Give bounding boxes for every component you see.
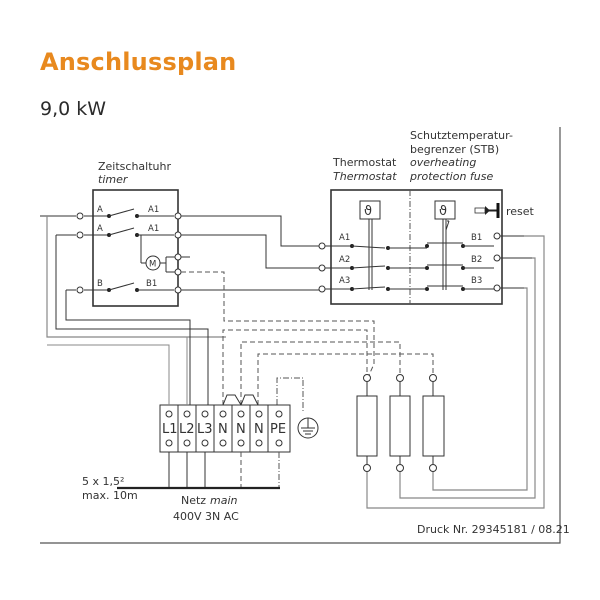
wire-b1-to-heater-1 bbox=[366, 235, 545, 509]
cable-max-length: max. 10m bbox=[82, 489, 138, 502]
timer-contact-3-in: B bbox=[97, 279, 103, 289]
n-bridge-1 bbox=[222, 394, 242, 406]
thermostat-contact-a1-label: A1 bbox=[339, 233, 350, 243]
wire-a1-to-thermo-a1 bbox=[181, 215, 319, 247]
stb-contact-b3-label: B3 bbox=[471, 276, 482, 286]
motor-symbol: M bbox=[149, 260, 156, 270]
mains-label: Netz bbox=[181, 494, 206, 507]
timer-terminal-a-1 bbox=[76, 212, 84, 220]
stb-label-line2: begrenzer (STB) bbox=[410, 143, 499, 156]
timer-contact-1-in: A bbox=[97, 205, 103, 215]
cable-spec: 5 x 1,5² bbox=[82, 475, 124, 488]
thermostat-contact-a1: A1 bbox=[318, 233, 427, 250]
terminal-l1: L1 bbox=[162, 422, 178, 437]
thermostat-stb-box bbox=[330, 189, 503, 305]
terminal-pe: PE bbox=[270, 422, 286, 437]
timer-terminal-b bbox=[76, 286, 84, 294]
terminal-l3: L3 bbox=[197, 422, 213, 437]
timer-terminal-motor-2 bbox=[174, 268, 182, 276]
timer-contact-2-out: A1 bbox=[148, 224, 159, 234]
mains-label-en: main bbox=[210, 494, 238, 507]
timer-terminal-a1-2 bbox=[174, 231, 182, 239]
stb-label-line1: Schutztemperatur- bbox=[410, 129, 513, 142]
print-number: Druck Nr. 29345181 / 08.21 bbox=[417, 523, 570, 536]
terminal-block: L1 L2 L3 N N N PE bbox=[159, 404, 291, 453]
stb-contact-b2-label: B2 bbox=[471, 255, 482, 265]
stb-contact-b3: B3 bbox=[425, 276, 527, 292]
wire-neutral-1 bbox=[222, 329, 368, 405]
timer-terminal-b1 bbox=[174, 286, 182, 294]
terminal-n-2: N bbox=[236, 422, 246, 437]
thermostat-contact-a2-label: A2 bbox=[339, 255, 350, 265]
timer-contact-2-in: A bbox=[97, 224, 103, 234]
timer-terminal-motor-1 bbox=[174, 253, 182, 261]
thermostat-contact-a2: A2 bbox=[318, 255, 427, 272]
stb-sensor bbox=[434, 200, 456, 220]
stb-sensor-icon: ϑ bbox=[439, 204, 447, 219]
timer-contact-1: A A1 bbox=[40, 205, 174, 218]
wire-a1-to-thermo-a2 bbox=[181, 234, 319, 269]
thermostat-label: Thermostat bbox=[332, 156, 397, 169]
timer-terminal-a1-1 bbox=[174, 212, 182, 220]
mains-voltage: 400V 3N AC bbox=[173, 510, 239, 523]
thermostat-label-en: Thermostat bbox=[333, 170, 397, 183]
timer-contact-3: B B1 bbox=[66, 279, 174, 292]
reset-button[interactable]: reset bbox=[474, 203, 535, 218]
timer-contact-3-out: B1 bbox=[146, 279, 157, 289]
terminal-l2: L2 bbox=[179, 422, 195, 437]
heater-2 bbox=[389, 374, 411, 472]
wire-pe bbox=[276, 377, 304, 412]
heater-1 bbox=[356, 374, 378, 472]
wire-l-return-3 bbox=[65, 290, 191, 405]
power-rating: 9,0 kW bbox=[40, 98, 107, 120]
terminal-n-3: N bbox=[254, 422, 264, 437]
wire-neutral-motor bbox=[181, 271, 375, 376]
stb-contact-b2: B2 bbox=[425, 254, 535, 270]
reset-label: reset bbox=[506, 205, 535, 218]
diagram-frame bbox=[40, 127, 561, 544]
timer-label: Zeitschaltuhr bbox=[98, 160, 171, 173]
thermostat-contact-a3: A3 bbox=[318, 276, 427, 293]
stb-label-en-line1: overheating bbox=[410, 156, 476, 169]
thermostat-sensor-icon: ϑ bbox=[364, 204, 372, 219]
wire-l-return-2 bbox=[55, 235, 209, 405]
heater-3 bbox=[422, 374, 445, 472]
timer-motor: M bbox=[140, 235, 175, 273]
page-title: Anschlussplan bbox=[40, 48, 237, 76]
stb-contact-b1-label: B1 bbox=[471, 233, 482, 243]
wire-l1-top bbox=[47, 344, 170, 405]
stb-label-en-line2: protection fuse bbox=[409, 170, 494, 183]
stb-contact-b1: B1 bbox=[425, 232, 527, 248]
n-bridge-2 bbox=[240, 394, 259, 406]
thermostat-sensor bbox=[359, 200, 381, 220]
wire-b3-to-heater-3 bbox=[432, 287, 528, 491]
timer-box bbox=[92, 189, 179, 307]
thermostat-contact-a3-label: A3 bbox=[339, 276, 350, 286]
timer-label-en: timer bbox=[98, 173, 129, 186]
timer-contact-2: A A1 bbox=[56, 224, 174, 237]
wire-b2-to-heater-2 bbox=[399, 257, 536, 499]
timer-contact-1-out: A1 bbox=[148, 205, 159, 215]
wire-neutral-3 bbox=[257, 353, 434, 405]
mains-cable bbox=[117, 452, 280, 490]
timer-terminal-a-2 bbox=[76, 231, 84, 239]
ground-icon bbox=[297, 417, 319, 439]
wire-l-return-1 bbox=[46, 216, 226, 338]
terminal-n-1: N bbox=[218, 422, 228, 437]
